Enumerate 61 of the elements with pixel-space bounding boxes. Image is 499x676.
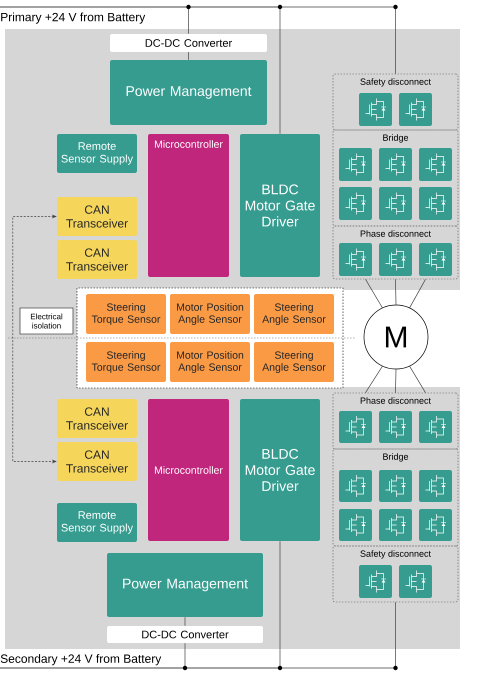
switch-group: Safety disconnect: [332, 546, 458, 602]
switch-tile: [379, 470, 412, 502]
switch-group: Phase disconnect: [332, 226, 458, 280]
switch-group: Bridge: [332, 130, 458, 226]
switch-tile: [399, 93, 432, 126]
switch-group: Phase disconnect: [332, 392, 458, 450]
switch-tile: [339, 148, 372, 181]
connector: [409, 366, 426, 394]
switch-group: Bridge: [332, 448, 458, 546]
switch-tile: [419, 470, 452, 502]
sensor-box: Steering Torque Sensor: [86, 342, 166, 382]
transceiver-box: CAN Transceiver: [57, 240, 137, 279]
note-box: Electrical isolation: [20, 308, 74, 334]
switch-tile: [339, 243, 372, 276]
switch-tile: [419, 148, 452, 181]
transceiver-box: CAN Transceiver: [57, 197, 137, 236]
sensor-box: Steering Angle Sensor: [254, 342, 334, 382]
connector: [0, 6, 396, 74]
process-box: Remote Sensor Supply: [57, 503, 137, 542]
switch-tile: [379, 187, 412, 220]
switch-tile: [359, 93, 392, 126]
supply-label: Primary +24 V from Battery: [1, 12, 146, 24]
connector: [0, 602, 396, 668]
supply-label: Secondary +24 V from Battery: [0, 654, 162, 666]
connector: [395, 369, 396, 394]
switch-tile: [419, 509, 452, 541]
switch-tile: [379, 243, 412, 276]
switch-group: Safety disconnect: [332, 74, 458, 130]
processor-box: Microcontroller: [148, 134, 229, 277]
transceiver-box: CAN Transceiver: [57, 442, 137, 481]
switch-tile: [419, 187, 452, 220]
switch-tile: [379, 148, 412, 181]
connector: [188, 52, 189, 60]
sensor-box: Steering Torque Sensor: [86, 294, 166, 334]
sensor-box: Steering Angle Sensor: [254, 294, 334, 334]
switch-tile: [339, 187, 372, 220]
connector: [395, 278, 396, 305]
connector: [365, 366, 383, 394]
process-box: Power Management: [107, 553, 263, 617]
switch-tile: [339, 509, 372, 541]
connector: [184, 616, 186, 626]
switch-tile: [379, 509, 412, 541]
connector: [409, 278, 426, 308]
switch-tile: [419, 411, 452, 443]
label-box: DC-DC Converter: [110, 34, 267, 52]
switch-tile: [359, 565, 392, 598]
processor-box: Microcontroller: [148, 399, 229, 541]
connector: [365, 278, 383, 308]
sensor-box: Motor Position Angle Sensor: [170, 294, 250, 334]
process-box: BLDC Motor Gate Driver: [240, 134, 320, 277]
switch-tile: [399, 565, 432, 598]
switch-tile: [339, 470, 372, 502]
label-box: DC-DC Converter: [107, 626, 263, 643]
transceiver-box: CAN Transceiver: [57, 399, 137, 438]
switch-tile: [419, 243, 452, 276]
process-box: Power Management: [110, 60, 267, 125]
process-box: BLDC Motor Gate Driver: [240, 399, 320, 541]
sensor-box: Motor Position Angle Sensor: [170, 342, 250, 382]
process-box: Remote Sensor Supply: [57, 134, 137, 173]
switch-tile: [339, 411, 372, 443]
switch-tile: [379, 411, 412, 443]
